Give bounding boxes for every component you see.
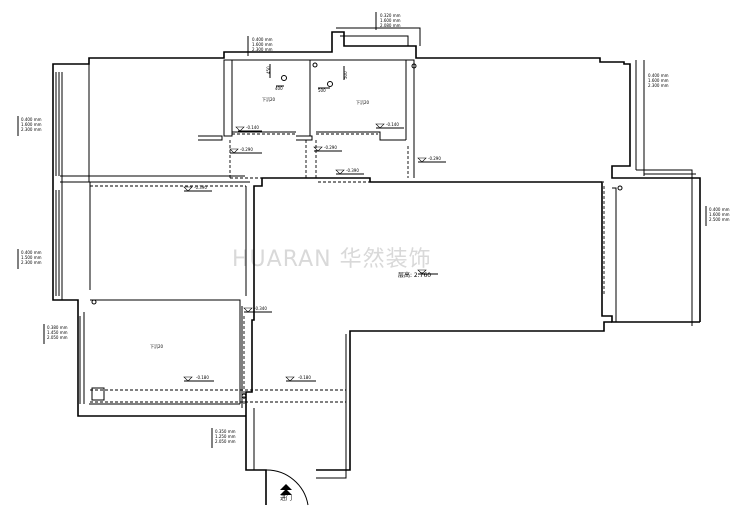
svg-text:1.500 mm: 1.500 mm — [21, 255, 42, 260]
svg-text:0.400 mm: 0.400 mm — [21, 117, 42, 122]
watermark: HUARAN 华然装饰 — [232, 247, 432, 272]
window-spec-right-upper: 0.400 mm 1.600 mm 2.300 mm — [643, 72, 669, 92]
bath-right-label: 下沉20 — [356, 99, 370, 105]
dim-400: 400 — [275, 86, 283, 91]
svg-text:1.600 mm: 1.600 mm — [648, 78, 669, 83]
svg-text:0.380 mm: 0.380 mm — [47, 325, 68, 330]
svg-text:0.400 mm: 0.400 mm — [709, 207, 730, 212]
svg-text:1.600 mm: 1.600 mm — [252, 42, 273, 47]
window-spec-bottom-entry: 0.350 mm 1.250 mm 2.050 mm — [211, 428, 236, 448]
svg-text:1.600 mm: 1.600 mm — [380, 18, 401, 23]
level-0140a: -0.140 — [246, 125, 259, 130]
kitchen-shaft — [91, 387, 105, 401]
window-spec-top-left: 0.400 mm 1.600 mm 2.300 mm — [247, 36, 273, 56]
kitchen-drain — [91, 299, 97, 305]
right-balcony — [612, 60, 696, 326]
svg-text:2.500 mm: 2.500 mm — [709, 217, 730, 222]
dim-450: 450 — [266, 66, 271, 74]
entrance: 进门 — [265, 469, 309, 506]
level-0180a: -0.180 — [196, 375, 209, 380]
kitchen-drain-2 — [241, 393, 247, 399]
window-spec-left-lower: 0.380 mm 1.450 mm 2.050 mm — [43, 324, 68, 344]
svg-text:1.600 mm: 1.600 mm — [21, 122, 42, 127]
kitchen-label: 下沉20 — [150, 343, 164, 349]
level-0140b: -0.140 — [386, 122, 399, 127]
level-0290b: -0.290 — [324, 145, 337, 150]
window-spec-top-balcony: 0.320 mm 1.600 mm 2.080 mm — [375, 12, 401, 30]
svg-text:2.080 mm: 2.080 mm — [380, 23, 401, 28]
window-spec-right-lower: 0.400 mm 1.600 mm 2.500 mm — [705, 206, 730, 226]
svg-text:2.050 mm: 2.050 mm — [215, 439, 236, 444]
svg-text:1.450 mm: 1.450 mm — [47, 330, 68, 335]
svg-text:2.050 mm: 2.050 mm — [47, 335, 68, 340]
ceiling-height: 层高: 2.760 — [398, 271, 431, 279]
svg-text:0.350 mm: 0.350 mm — [215, 429, 236, 434]
svg-text:0.400 mm: 0.400 mm — [648, 73, 669, 78]
outer-walls — [52, 31, 701, 505]
svg-text:0.320 mm: 0.320 mm — [380, 13, 401, 18]
window-spec-left-upper: 0.400 mm 1.600 mm 2.300 mm — [17, 116, 42, 136]
entrance-arrow-icon — [280, 484, 292, 490]
bath-left-label: 下沉20 — [262, 96, 276, 102]
svg-text:2.300 mm: 2.300 mm — [21, 260, 42, 265]
svg-text:2.300 mm: 2.300 mm — [21, 127, 42, 132]
svg-text:2.300 mm: 2.300 mm — [252, 47, 273, 52]
svg-text:1.250 mm: 1.250 mm — [215, 434, 236, 439]
level-0340: -0.340 — [254, 306, 267, 311]
left-windows — [55, 72, 81, 404]
svg-text:1.600 mm: 1.600 mm — [709, 212, 730, 217]
bathrooms — [198, 59, 417, 178]
level-0390b: -0.390 — [194, 185, 207, 190]
level-0290c: -0.290 — [428, 156, 441, 161]
dim-500: 500 — [343, 71, 348, 79]
svg-text:0.400 mm: 0.400 mm — [21, 250, 42, 255]
level-lines — [90, 140, 605, 404]
level-0180b: -0.180 — [298, 375, 311, 380]
top-balcony — [336, 27, 421, 46]
svg-text:0.400 mm: 0.400 mm — [252, 37, 273, 42]
entrance-label: 进门 — [280, 494, 292, 502]
window-spec-left-middle: 0.400 mm 1.500 mm 2.300 mm — [17, 249, 42, 269]
bath-dimensions: 450 400 500 500 — [266, 64, 348, 93]
level-0390a: -0.390 — [346, 168, 359, 173]
level-markers: -0.140 -0.140 -0.290 -0.290 -0.290 -0.39… — [183, 122, 446, 382]
svg-text:2.300 mm: 2.300 mm — [648, 83, 669, 88]
level-0290a: -0.290 — [240, 147, 253, 152]
dim-500b: 500 — [318, 88, 326, 93]
